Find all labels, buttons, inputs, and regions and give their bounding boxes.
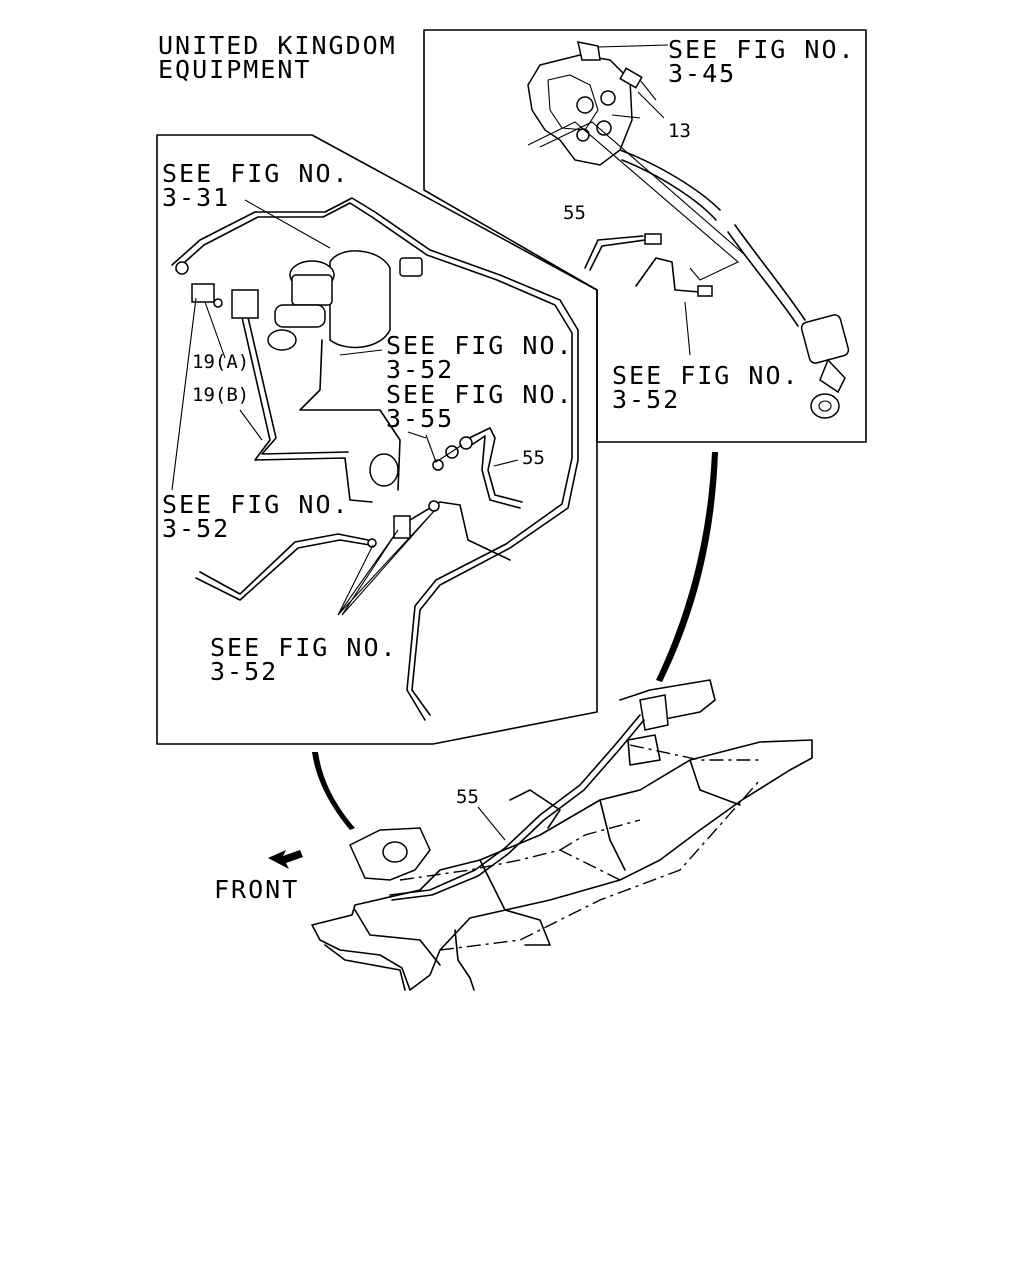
ref-fig-3-31-line2: 3-31 [162,183,230,212]
ref-fig-3-52-b-line1: SEE FIG NO. [162,490,350,519]
ref-fig-3-52-c-line1: SEE FIG NO. [210,633,398,662]
master-cylinder-booster [267,250,423,351]
chassis-part-55: 55 [456,786,479,808]
header-line-1: UNITED KINGDOM [158,31,397,60]
part-19a-label: 19(A) [192,351,249,373]
ref-fig-3-52-a-line2: 3-52 [386,355,454,384]
detail-frame-left [156,134,598,745]
ref-fig-3-55-line1: SEE FIG NO. [386,380,574,409]
ref-fig-3-52-b-line2: 3-52 [162,514,230,543]
ref-fig-3-52-a-line1: SEE FIG NO. [386,331,574,360]
header-line-2: EQUIPMENT [158,55,311,84]
ref-fig-3-45-line2: 3-45 [668,59,736,88]
chassis-frame [311,679,813,991]
top-right-detail-panel: 55 13 SEE FIG NO. 3-45 SEE FIG NO. 3-52 [423,29,867,443]
ref-fig-3-52-top-line1: SEE FIG NO. [612,361,800,390]
left-detail-panel: SEE FIG NO. 3-31 SEE FIG NO. 3-52 SEE FI… [156,134,598,745]
ref-fig-3-52-c-line2: 3-52 [210,657,278,686]
proportioning-valve [527,41,657,166]
left-panel-part-55: 55 [522,447,545,469]
top-panel-part-55: 55 [563,202,586,224]
callout-arc-right [656,452,718,682]
top-panel-part-13: 13 [668,120,691,142]
callout-arc-left [312,752,355,830]
ref-fig-3-55-line2: 3-55 [386,404,454,433]
front-label: FRONT [214,875,299,904]
ref-fig-3-45-line1: SEE FIG NO. [668,35,856,64]
front-arrow-icon [268,850,303,869]
part-19b-label: 19(B) [192,384,249,406]
ref-fig-3-52-top-line2: 3-52 [612,385,680,414]
ref-fig-3-31-line1: SEE FIG NO. [162,159,350,188]
